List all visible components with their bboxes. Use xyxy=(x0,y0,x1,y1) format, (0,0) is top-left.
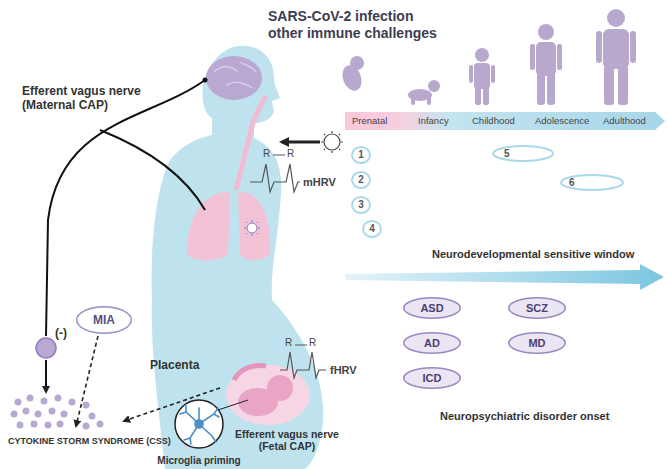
rr-interval xyxy=(295,345,307,346)
ellipse-outline xyxy=(561,175,623,190)
placenta-label: Placenta xyxy=(150,358,199,372)
section-heading: Neurodevelopmental sensitive window xyxy=(432,248,634,261)
window-marker: 5 xyxy=(492,145,554,162)
ellipse-outline xyxy=(404,333,461,354)
airway xyxy=(236,96,266,190)
rr-interval xyxy=(273,155,285,156)
fetal-dashed-arrow xyxy=(124,388,220,421)
microglia-cell xyxy=(180,405,219,444)
mia-dashed-arrow xyxy=(76,336,98,426)
node-text: 5 xyxy=(504,149,510,159)
ellipse-outline xyxy=(509,298,566,319)
maternal-ecg xyxy=(250,164,300,192)
ellipse-outline xyxy=(352,197,370,213)
woman-silhouette xyxy=(152,46,324,469)
disorder-ellipse: AD xyxy=(403,332,461,354)
brain-folds xyxy=(214,62,256,88)
stage-label: Prenatal xyxy=(352,112,387,130)
ellipse-outline xyxy=(363,221,381,237)
node-text: 4 xyxy=(369,224,375,234)
nerve-label: Efferent vagus nerve (Maternal CAP) xyxy=(22,84,152,112)
ellipse-outline xyxy=(404,368,461,389)
window-marker: 4 xyxy=(362,220,382,238)
node-text: MIA xyxy=(93,314,115,326)
stage-label: Infancy xyxy=(418,112,449,130)
window-marker: 1 xyxy=(351,146,371,164)
css-label: CYTOKINE STORM SYNDROME (CSS) xyxy=(8,436,171,447)
zoom-line xyxy=(218,400,248,410)
section-heading: Neuropsychiatric disorder onset xyxy=(440,410,609,423)
virus-in-lung xyxy=(244,220,260,236)
brain xyxy=(206,56,262,100)
r-peak-label: R xyxy=(263,148,270,160)
disorder-ellipse: ASD xyxy=(403,297,461,319)
stage-label: Adulthood xyxy=(603,112,646,130)
ellipse-outline xyxy=(352,172,370,188)
fetus-head xyxy=(267,375,293,401)
lung-right xyxy=(238,192,270,260)
hrv-label: fHRV xyxy=(330,364,357,377)
window-marker: 3 xyxy=(351,196,371,214)
virus-icon xyxy=(321,131,343,153)
nerve-label: Efferent vagus nerve (Fetal CAP) xyxy=(228,428,346,452)
stage-label: Childhood xyxy=(472,112,515,130)
node-text: MD xyxy=(528,338,545,349)
ellipse-outline xyxy=(77,307,132,334)
ellipse-outline xyxy=(404,298,461,319)
node-text: 2 xyxy=(358,175,364,185)
ellipse-outline xyxy=(493,146,553,161)
ellipse-outline xyxy=(509,333,566,354)
window-marker: 6 xyxy=(560,174,624,191)
node-text: 1 xyxy=(358,150,364,160)
disorder-ellipse: SCZ xyxy=(508,297,566,319)
fetal-ecg xyxy=(280,352,326,378)
node-text: ASD xyxy=(420,303,443,314)
uterus xyxy=(226,365,310,425)
node-text: 6 xyxy=(569,178,575,188)
node-text: SCZ xyxy=(526,303,548,314)
disorder-ellipse: MD xyxy=(508,332,566,354)
r-peak-label: R xyxy=(309,337,316,349)
nerve-end xyxy=(203,78,208,83)
maternal-vagus-nerve xyxy=(46,80,205,336)
microglia-label: Microglia priming xyxy=(149,455,249,467)
ellipse-shape xyxy=(492,145,554,162)
microglia-zoom xyxy=(175,400,223,448)
ellipse-outline xyxy=(352,147,370,163)
node-text: 3 xyxy=(358,200,364,210)
lung-left xyxy=(187,192,230,260)
cytokine-dots xyxy=(11,395,104,430)
release-arrow xyxy=(45,360,47,392)
hrv-label: mHRV xyxy=(303,176,336,189)
band-outline xyxy=(345,112,665,130)
r-peak-label: R xyxy=(287,148,294,160)
disorder-ellipse: ICD xyxy=(403,367,461,389)
window-arrow xyxy=(345,264,664,290)
placenta xyxy=(234,366,266,380)
window-marker: 2 xyxy=(351,171,371,189)
vagus-lung-branch xyxy=(100,130,205,210)
inhibition-sign: (-) xyxy=(55,326,67,340)
timeline-band: Prenatal Infancy Childhood Adolescence Adult… xyxy=(345,112,665,130)
infection-arrow xyxy=(282,141,320,144)
stage-label: Adolescence xyxy=(535,112,589,130)
immune-cell xyxy=(36,338,56,358)
node-text: AD xyxy=(424,338,440,349)
r-peak-label: R xyxy=(285,337,292,349)
node-text: ICD xyxy=(423,373,442,384)
mia-ellipse: MIA xyxy=(76,306,132,334)
figure-title: SARS-CoV-2 infection other immune challe… xyxy=(268,8,445,42)
